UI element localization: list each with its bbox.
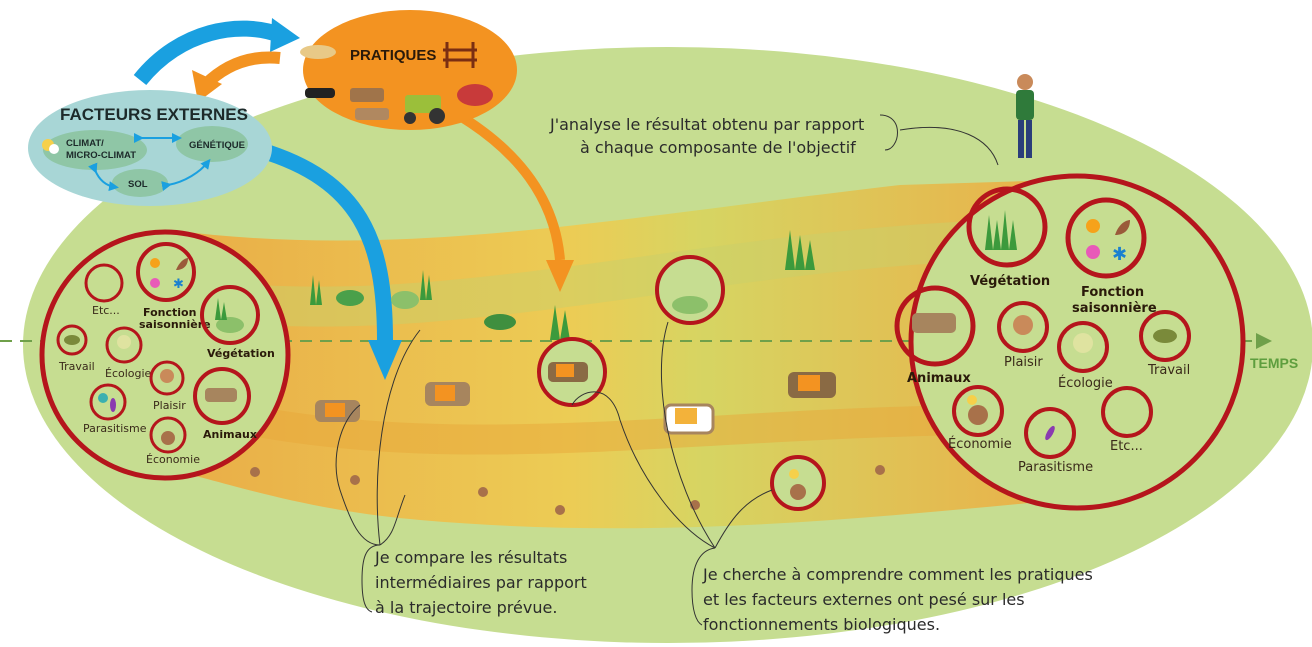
arrow-head-icon <box>546 260 574 292</box>
objective-circle-final: Végétation ✱ Fonction saisonnière Animau… <box>894 173 1246 511</box>
meat-icon <box>457 84 493 106</box>
leaf-icon <box>1115 220 1130 235</box>
money-bag-icon <box>968 405 988 425</box>
component-economy: Économie <box>948 436 1012 452</box>
component-parasitism: Parasitisme <box>1018 460 1093 475</box>
external-factors: FACTEURS EXTERNES CLIMAT/ MICRO-CLIMAT G… <box>28 90 272 206</box>
external-influence-arrow <box>257 142 393 341</box>
component-pleasure: Plaisir <box>1004 355 1043 370</box>
component-parasitism: Parasitisme <box>83 422 147 435</box>
vegetation-icons <box>310 230 815 340</box>
arrow-head-icon <box>192 70 222 102</box>
component-etc: Etc... <box>92 304 120 317</box>
cloud-icon <box>49 144 59 154</box>
parasite-icon <box>1045 425 1055 441</box>
tractor-icon <box>405 95 441 113</box>
component-animals: Animaux <box>907 371 971 386</box>
component-etc: Etc... <box>1110 439 1143 454</box>
component-seasonal-line1: Fonction <box>1081 285 1144 300</box>
cow-icon <box>912 313 956 333</box>
understand-note-line1: Je cherche à comprendre comment les prat… <box>702 565 1093 584</box>
flower-icon <box>150 278 160 288</box>
analyse-note-line1: J'analyse le résultat obtenu par rapport <box>549 115 864 134</box>
snowflake-icon: ✱ <box>173 276 184 291</box>
component-animals: Animaux <box>203 428 257 441</box>
component-pleasure: Plaisir <box>153 399 186 412</box>
snowflake-icon: ✱ <box>1112 244 1127 264</box>
callout-line <box>879 114 999 166</box>
understand-note-line3: fonctionnements biologiques. <box>703 615 940 634</box>
climate-label: CLIMAT/ <box>66 138 104 149</box>
micro-climate-label: MICRO-CLIMAT <box>66 150 136 161</box>
sun-icon <box>1086 219 1100 233</box>
intermediate-check-economy <box>770 455 826 511</box>
flower-icon <box>1086 245 1100 259</box>
vegetation-icon <box>216 317 244 333</box>
callout-line <box>571 321 773 549</box>
parasite-icon <box>98 393 108 403</box>
arrow-head-icon <box>270 18 300 52</box>
leaf-icon <box>176 258 188 270</box>
sheep-icon <box>350 88 384 102</box>
orange-cycle-arrow <box>200 51 281 90</box>
time-axis-label: TEMPS <box>1250 355 1298 371</box>
component-work: Travail <box>58 360 95 373</box>
wheelbarrow-icon <box>64 335 80 345</box>
practices-influence-arrow <box>447 105 565 261</box>
component-seasonal-line2: saisonnière <box>139 318 211 331</box>
trajectory-stripe <box>196 395 1001 455</box>
soil-label: SOL <box>128 179 148 190</box>
trajectory-stripe <box>197 220 1001 327</box>
cattle-icon <box>355 108 389 120</box>
understand-note-line2: et les facteurs externes ont pesé sur le… <box>703 590 1025 609</box>
component-work: Travail <box>1147 363 1190 378</box>
genetics-label: GÉNÉTIQUE <box>189 140 245 151</box>
sun-icon <box>150 258 160 268</box>
compare-note-line1: Je compare les résultats <box>374 548 567 567</box>
farmer-figure <box>1016 74 1034 158</box>
component-ecology: Écologie <box>1058 375 1113 391</box>
animal-icons <box>315 372 836 435</box>
compare-note-line2: intermédiaires par rapport <box>375 573 587 592</box>
component-economy: Économie <box>146 453 200 466</box>
blue-cycle-arrow <box>133 20 283 86</box>
component-vegetation: Végétation <box>207 347 275 360</box>
compare-note-line3: à la trajectoire prévue. <box>375 598 557 617</box>
external-factors-title: FACTEURS EXTERNES <box>60 105 248 124</box>
wheelbarrow-icon <box>1153 329 1177 343</box>
money-bag-icon <box>161 431 175 445</box>
component-vegetation: Végétation <box>970 274 1050 289</box>
component-seasonal-line2: saisonnière <box>1072 301 1157 316</box>
analyse-note-line2: à chaque composante de l'objectif <box>580 138 856 157</box>
practices: PRATIQUES <box>300 10 517 130</box>
callout-line <box>335 329 421 546</box>
cow-icon <box>205 388 237 402</box>
fence-icon <box>443 42 477 68</box>
objective-circle-initial: Etc... ✱ Fonction saisonnière Végétation… <box>39 229 291 481</box>
person-icon <box>1013 315 1033 335</box>
person-icon <box>160 369 174 383</box>
component-ecology: Écologie <box>105 367 152 380</box>
vegetation-icon <box>985 210 1017 250</box>
component-seasonal-line1: Fonction <box>143 306 196 319</box>
tree-icon <box>1073 333 1093 353</box>
practices-title: PRATIQUES <box>350 47 436 64</box>
dog-icon <box>305 88 335 98</box>
arrow-head-icon <box>368 340 402 380</box>
hay-icon <box>300 45 336 59</box>
tree-icon <box>117 335 131 349</box>
